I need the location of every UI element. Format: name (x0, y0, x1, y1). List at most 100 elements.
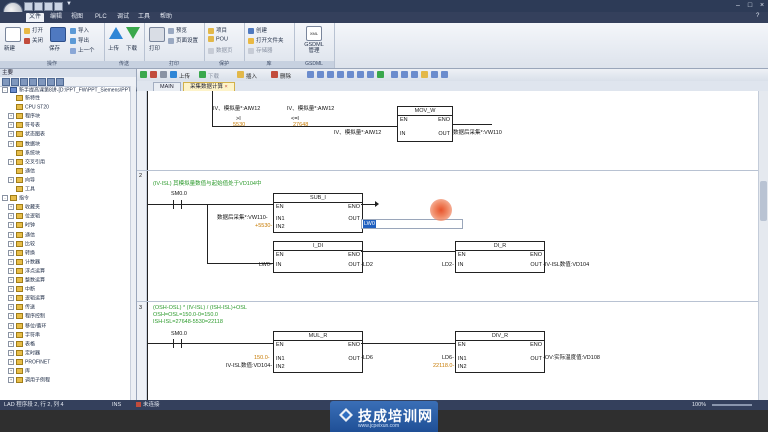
close-tab-icon[interactable]: × (224, 84, 228, 90)
toolbar-icon[interactable] (401, 71, 408, 78)
tree-tool-icon[interactable] (2, 78, 10, 86)
toolbar-icon[interactable] (421, 71, 428, 78)
contact-symbol[interactable] (173, 200, 174, 209)
tree-item[interactable]: +PROFINET (8, 358, 50, 366)
tree-item[interactable]: +通信 (8, 231, 35, 239)
expand-icon[interactable]: + (8, 295, 14, 302)
tree-item[interactable]: +整数运算 (8, 277, 45, 284)
toolbar-icon[interactable] (337, 71, 344, 78)
tree-item[interactable]: +位逻辑 (8, 213, 40, 220)
expand-icon[interactable]: + (8, 158, 14, 165)
toolbar-icon[interactable] (367, 71, 374, 78)
previous-button[interactable]: 上一个 (70, 46, 95, 54)
mov-w-block[interactable]: MOV_W EN ENO IN OUT (397, 106, 453, 142)
tree-item[interactable]: +计数器 (8, 258, 40, 266)
run-icon[interactable] (140, 71, 147, 78)
toolbar-icon[interactable] (317, 71, 324, 78)
tree-item[interactable]: +逻辑运算 (8, 295, 45, 302)
menu-help[interactable]: 帮助 (160, 14, 173, 20)
tree-item[interactable]: +时钟 (8, 222, 35, 229)
minimize-icon[interactable]: – (736, 2, 740, 9)
menu-file[interactable]: 文件 (26, 13, 45, 22)
expand-icon[interactable]: + (8, 377, 14, 384)
i-di-block[interactable]: I_DI EN ENO IN OUT (273, 241, 363, 273)
expand-icon[interactable]: + (8, 240, 14, 247)
toolbar-icon[interactable] (411, 71, 418, 78)
tree-item[interactable]: +状态图表 (8, 131, 45, 138)
toolbar-icon[interactable] (327, 71, 334, 78)
tree-project-root[interactable]: -新手提高课第8讲-[D:\PPT_FW\PPT_Siemens\PPT_S (2, 87, 137, 94)
page-setup-button[interactable]: 页面设置 (168, 36, 198, 44)
tree-item[interactable]: +中断 (8, 286, 35, 293)
mul-r-block[interactable]: MUL_R EN ENO IN1 IN2 OUT (273, 331, 363, 373)
upload-button[interactable]: 上传 (108, 46, 120, 52)
tree-item[interactable]: +工具 (8, 186, 35, 193)
expand-icon[interactable]: + (8, 249, 14, 256)
toolbar-icon[interactable] (441, 71, 448, 78)
tab-data-calc[interactable]: 采集数据计算 × (183, 82, 235, 92)
tree-item[interactable]: +传送 (8, 304, 35, 311)
import-button[interactable]: 导入 (70, 26, 89, 34)
tree-tool-icon[interactable] (11, 78, 19, 86)
div-r-block[interactable]: DIV_R EN ENO IN1 IN2 OUT (455, 331, 545, 373)
tree-item[interactable]: +库 (8, 368, 30, 375)
download-tool-button[interactable]: 下载 (208, 74, 220, 80)
expand-icon[interactable]: + (8, 258, 14, 265)
tree-item[interactable]: +表格 (8, 340, 35, 348)
expand-icon[interactable]: + (8, 313, 14, 320)
delete-tool-button[interactable]: 删除 (280, 74, 292, 80)
expand-icon[interactable]: + (8, 368, 14, 374)
menu-plc[interactable]: PLC (95, 14, 107, 20)
tree-item[interactable]: +字符串 (8, 331, 40, 339)
tree-tool-icon[interactable] (38, 78, 46, 86)
contact-symbol[interactable] (181, 200, 182, 209)
expand-icon[interactable]: + (8, 213, 14, 220)
tree-item[interactable]: +系统块 (8, 149, 40, 157)
contact-symbol[interactable] (181, 339, 182, 348)
tree-item[interactable]: +程序块 (8, 113, 40, 120)
expand-icon[interactable]: + (8, 349, 14, 356)
expand-icon[interactable]: + (8, 222, 14, 229)
toolbar-icon[interactable] (431, 71, 438, 78)
toolbar-icon[interactable] (347, 71, 354, 78)
expand-icon[interactable]: + (8, 304, 14, 311)
tree-item[interactable]: +数据块 (8, 140, 40, 148)
stop-icon[interactable] (150, 71, 157, 78)
download-button[interactable]: 下载 (126, 46, 138, 52)
tree-scrollbar[interactable] (130, 86, 136, 400)
restore-icon[interactable]: □ (747, 2, 753, 9)
tree-item[interactable]: +转换 (8, 249, 35, 257)
preview-button[interactable]: 预览 (168, 26, 187, 34)
toolbar-icon[interactable] (357, 71, 364, 78)
tree-item[interactable]: +CPU ST20 (8, 104, 49, 111)
gsdml-manage-button[interactable]: GSDML管理 (304, 42, 324, 54)
close-icon[interactable]: × (759, 2, 765, 9)
tree-item[interactable]: +交叉引用 (8, 158, 45, 166)
tree-item[interactable]: -指令 (2, 195, 29, 202)
close-button[interactable]: 关闭 (24, 36, 43, 44)
library-memory-button[interactable]: 存储器 (248, 46, 273, 54)
new-file-icon[interactable] (24, 2, 33, 11)
expand-icon[interactable]: + (8, 231, 14, 238)
expand-icon[interactable]: + (8, 358, 14, 365)
expand-icon[interactable]: + (8, 131, 14, 138)
tree-item[interactable]: +比较 (8, 240, 35, 248)
expand-icon[interactable]: + (8, 267, 14, 274)
tree-item[interactable]: +符号表 (8, 122, 40, 129)
di-r-block[interactable]: DI_R EN ENO IN OUT (455, 241, 545, 273)
export-button[interactable]: 导出 (70, 36, 89, 44)
tree-item[interactable]: +定时器 (8, 349, 40, 357)
tree-item[interactable]: +程序控制 (8, 313, 45, 320)
save-button[interactable]: 保存 (49, 46, 61, 52)
status-zoom[interactable]: 100% (692, 402, 707, 408)
editor-scrollbar[interactable] (758, 91, 768, 400)
expand-icon[interactable]: + (8, 140, 14, 147)
network-comment[interactable]: ISH-ISL=27648-5530=22118 (153, 319, 223, 325)
tree-item[interactable]: +通信 (8, 167, 35, 175)
compile-icon[interactable] (160, 71, 167, 78)
create-library-button[interactable]: 创建 (248, 26, 267, 34)
network-comment[interactable]: (OSH-OSL) * (IV-ISL) / (ISH-ISL)+OSL (153, 305, 247, 311)
expand-icon[interactable]: + (8, 340, 14, 347)
tree-tool-icon[interactable] (47, 78, 55, 86)
pou-protect-button[interactable]: POU (208, 36, 228, 42)
